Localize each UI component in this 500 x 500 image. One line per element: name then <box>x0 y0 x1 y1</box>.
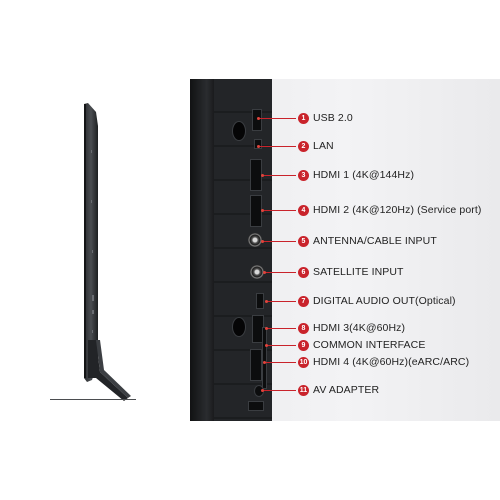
tv-rear-casing <box>190 79 272 421</box>
callout-usb: 1 USB 2.0 <box>298 111 353 125</box>
callout-line <box>262 390 296 391</box>
rear-edge <box>190 79 214 421</box>
callout-number: 2 <box>298 140 309 152</box>
rear-connector-panel <box>190 79 500 421</box>
antenna-connector-icon <box>248 233 262 247</box>
callout-line <box>262 210 296 211</box>
callout-number: 5 <box>298 235 309 247</box>
callout-label: HDMI 4 (4K@60Hz)(eARC/ARC) <box>313 356 470 368</box>
tv-side-profile-illustration <box>50 103 136 401</box>
callout-point <box>261 174 264 177</box>
callout-line <box>258 118 296 119</box>
callout-number: 3 <box>298 169 309 181</box>
callout-number: 4 <box>298 204 309 216</box>
callout-number: 7 <box>298 295 309 307</box>
callout-hdmi-2: 4 HDMI 2 (4K@120Hz) (Service port) <box>298 203 481 217</box>
screw-hole-icon <box>232 121 246 141</box>
callout-number: 6 <box>298 266 309 278</box>
callout-point <box>265 300 268 303</box>
callout-point <box>265 327 268 330</box>
callout-satellite: 6 SATELLITE INPUT <box>298 265 404 279</box>
rear-bottom-slot <box>248 401 264 411</box>
callout-label: COMMON INTERFACE <box>313 339 426 351</box>
callout-line <box>262 241 296 242</box>
callout-hdmi-4: 10 HDMI 4 (4K@60Hz)(eARC/ARC) <box>298 355 469 369</box>
callout-number: 10 <box>298 356 309 368</box>
callout-label: DIGITAL AUDIO OUT(Optical) <box>313 295 456 307</box>
callout-label: USB 2.0 <box>313 112 353 124</box>
callout-number: 8 <box>298 322 309 334</box>
callout-hdmi-3: 8 HDMI 3(4K@60Hz) <box>298 321 405 335</box>
callout-number: 1 <box>298 112 309 124</box>
screw-hole-icon <box>232 317 246 337</box>
callout-common-interface: 9 COMMON INTERFACE <box>298 338 425 352</box>
satellite-connector-icon <box>250 265 264 279</box>
optical-port <box>256 293 264 309</box>
callout-line <box>262 175 296 176</box>
callout-label: SATELLITE INPUT <box>313 266 404 278</box>
callout-line <box>266 328 296 329</box>
callout-optical: 7 DIGITAL AUDIO OUT(Optical) <box>298 294 456 308</box>
callout-line <box>264 362 296 363</box>
callout-lan: 2 LAN <box>298 139 334 153</box>
callout-number: 11 <box>298 384 309 396</box>
callout-label: HDMI 1 (4K@144Hz) <box>313 169 415 181</box>
callout-line <box>258 146 296 147</box>
callout-point <box>263 271 266 274</box>
callout-point <box>265 344 268 347</box>
callout-label: HDMI 2 (4K@120Hz) (Service port) <box>313 204 482 216</box>
callout-point <box>257 145 260 148</box>
callout-line <box>266 301 296 302</box>
callout-label: AV ADAPTER <box>313 384 380 396</box>
callout-point <box>261 389 264 392</box>
callout-antenna: 5 ANTENNA/CABLE INPUT <box>298 234 437 248</box>
callout-line <box>266 345 296 346</box>
usb-port <box>252 109 262 131</box>
hdmi-4-port <box>250 349 262 381</box>
callout-label: ANTENNA/CABLE INPUT <box>313 235 437 247</box>
callout-point <box>261 240 264 243</box>
callout-point <box>261 209 264 212</box>
callout-point <box>257 117 260 120</box>
lan-port <box>254 139 262 149</box>
callout-label: HDMI 3(4K@60Hz) <box>313 322 406 334</box>
callout-hdmi-1: 3 HDMI 1 (4K@144Hz) <box>298 168 414 182</box>
common-interface-slot <box>262 327 267 389</box>
callout-point <box>263 361 266 364</box>
callout-label: LAN <box>313 140 334 152</box>
callout-line <box>264 272 296 273</box>
callout-number: 9 <box>298 339 309 351</box>
callout-av-adapter: 11 AV ADAPTER <box>298 383 379 397</box>
